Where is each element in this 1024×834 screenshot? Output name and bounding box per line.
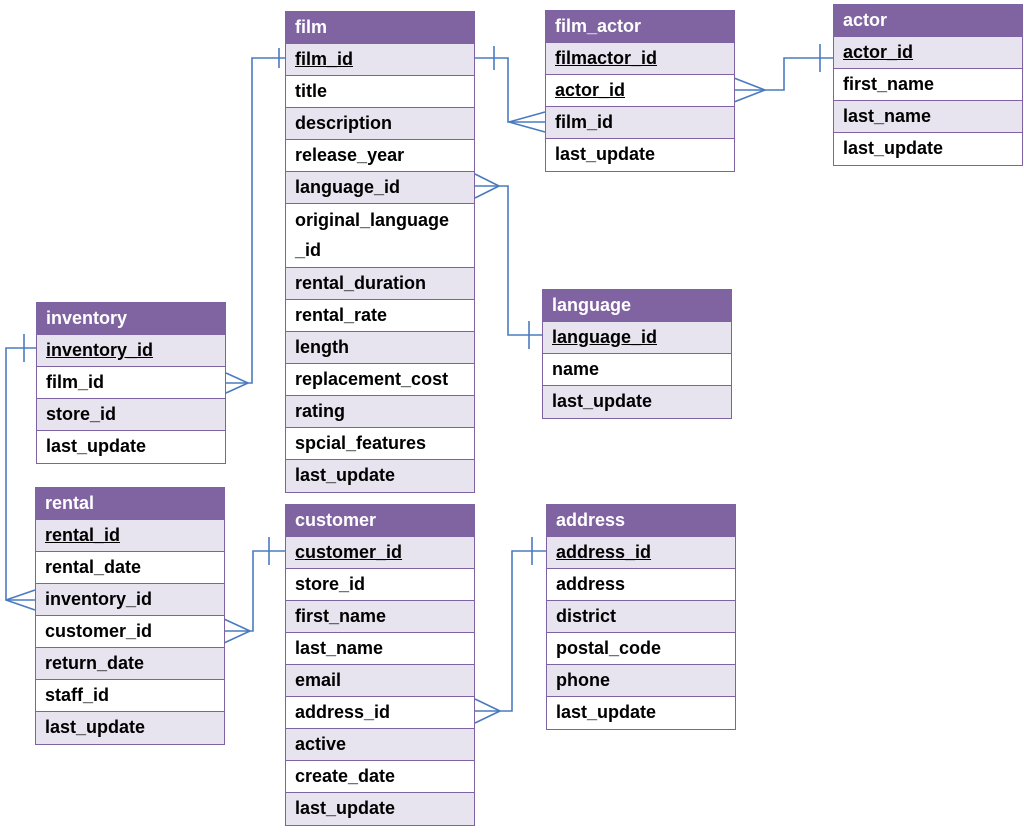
film-actor-field-film-id: film_id	[546, 107, 734, 139]
address-table: address address_id address district post…	[546, 504, 736, 730]
customer-field-customer-id: customer_id	[286, 537, 474, 569]
film-actor-table-title: film_actor	[546, 11, 734, 43]
language-field-language-id: language_id	[543, 322, 731, 354]
rental-field-staff-id: staff_id	[36, 680, 224, 712]
film-field-title: title	[286, 76, 474, 108]
inventory-field-store-id: store_id	[37, 399, 225, 431]
actor-table: actor actor_id first_name last_name last…	[833, 4, 1023, 166]
language-field-name: name	[543, 354, 731, 386]
film-table: film film_id title description release_y…	[285, 11, 475, 493]
address-table-title: address	[547, 505, 735, 537]
film-field-rental-duration: rental_duration	[286, 268, 474, 300]
film-field-last-update: last_update	[286, 460, 474, 492]
address-field-district: district	[547, 601, 735, 633]
film-actor-field-filmactor-id: filmactor_id	[546, 43, 734, 75]
link-actor-filmactor	[734, 57, 833, 91]
language-table: language language_id name last_update	[542, 289, 732, 419]
inventory-table-title: inventory	[37, 303, 225, 335]
inventory-field-last-update: last_update	[46, 436, 147, 456]
film-field-special-features: spcial_features	[286, 428, 474, 460]
customer-field-store-id: store_id	[286, 569, 474, 601]
link-address-customer	[475, 550, 546, 712]
address-field-last-update: last_update	[556, 702, 657, 722]
film-actor-table: film_actor filmactor_id actor_id film_id…	[545, 10, 735, 172]
film-field-length: length	[286, 332, 474, 364]
crowsfoot-mark	[223, 618, 251, 644]
rental-field-return-date: return_date	[36, 648, 224, 680]
rental-field-last-update: last_update	[36, 712, 224, 744]
crowsfoot-mark	[733, 77, 766, 103]
address-field-address-id: address_id	[547, 537, 735, 569]
rental-table-title: rental	[36, 488, 224, 520]
link-customer-rental	[224, 550, 286, 632]
rental-field-rental-id: rental_id	[36, 520, 224, 552]
customer-field-last-update: last_update	[286, 793, 474, 825]
address-field-phone: phone	[547, 665, 735, 697]
actor-table-title: actor	[834, 5, 1022, 37]
address-field-postal-code: postal_code	[547, 633, 735, 665]
customer-field-email: email	[286, 665, 474, 697]
customer-field-address-id: address_id	[286, 697, 474, 729]
customer-field-active: active	[286, 729, 474, 761]
film-actor-field-last-update: last_update	[555, 144, 656, 164]
link-inventory-rental	[5, 347, 36, 601]
film-actor-field-actor-id: actor_id	[546, 75, 734, 107]
rental-field-rental-date: rental_date	[36, 552, 224, 584]
link-film-language	[475, 185, 542, 336]
film-field-film-id: film_id	[286, 44, 474, 76]
link-film-filmactor	[475, 57, 545, 123]
rental-field-inventory-id: inventory_id	[36, 584, 224, 616]
customer-field-last-name: last_name	[286, 633, 474, 665]
film-table-title: film	[286, 12, 474, 44]
rental-table: rental rental_id rental_date inventory_i…	[35, 487, 225, 745]
film-field-rental-rate: rental_rate	[286, 300, 474, 332]
film-field-description: description	[286, 108, 474, 140]
actor-field-first-name: first_name	[834, 69, 1022, 101]
link-film-inventory	[226, 57, 286, 384]
crowsfoot-mark	[474, 173, 500, 199]
actor-field-last-update: last_update	[843, 138, 944, 158]
rental-field-customer-id: customer_id	[36, 616, 224, 648]
actor-field-last-name: last_name	[834, 101, 1022, 133]
language-field-last-update: last_update	[543, 386, 731, 418]
inventory-field-film-id: film_id	[37, 367, 225, 399]
customer-field-first-name: first_name	[286, 601, 474, 633]
language-table-title: language	[543, 290, 731, 322]
address-field-address: address	[547, 569, 735, 601]
film-field-original-language-id: original_language _id	[286, 204, 474, 268]
film-field-release-year: release_year	[286, 140, 474, 172]
actor-field-actor-id: actor_id	[834, 37, 1022, 69]
film-field-replacement-cost: replacement_cost	[286, 364, 474, 396]
customer-field-create-date: create_date	[286, 761, 474, 793]
crowsfoot-mark	[508, 111, 546, 133]
film-field-rating: rating	[286, 396, 474, 428]
inventory-table: inventory inventory_id film_id store_id …	[36, 302, 226, 464]
crowsfoot-mark	[474, 698, 501, 724]
inventory-field-inventory-id: inventory_id	[37, 335, 225, 367]
customer-table: customer customer_id store_id first_name…	[285, 504, 475, 826]
film-field-language-id: language_id	[286, 172, 474, 204]
crowsfoot-mark	[225, 372, 249, 394]
customer-table-title: customer	[286, 505, 474, 537]
crowsfoot-mark	[5, 589, 36, 611]
